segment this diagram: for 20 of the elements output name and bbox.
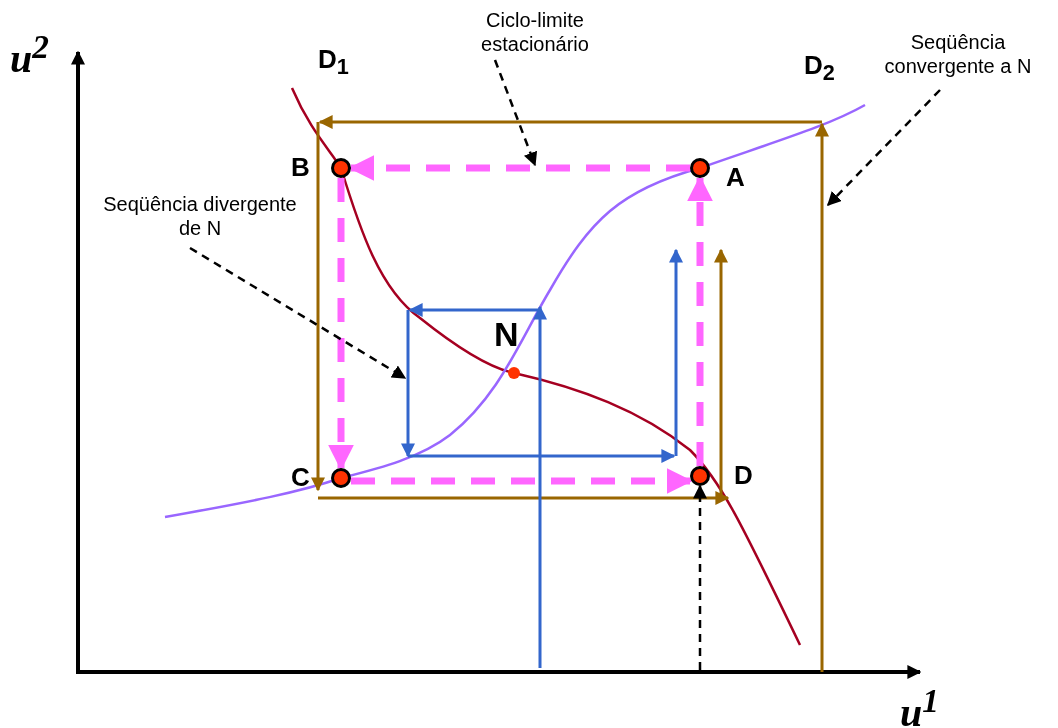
- callout-text: Seqüência convergente a N: [862, 30, 1054, 90]
- point-label: C: [291, 462, 310, 493]
- axis-label: u$^{1}$: [900, 682, 939, 728]
- point-label: B: [291, 152, 310, 183]
- dashed-arrow: [351, 468, 693, 494]
- curve-label: D$_{1}$: [318, 44, 349, 81]
- callout-text: Ciclo-limite estacionário: [470, 8, 600, 60]
- dashed-arrow: [348, 155, 690, 181]
- leader-line: [189, 246, 407, 380]
- leader-line: [493, 59, 538, 167]
- dashed-arrow: [328, 178, 354, 471]
- point-label: D: [734, 460, 753, 491]
- leader-line: [693, 484, 707, 670]
- point-label: N: [494, 315, 519, 354]
- axis-label: u$^{2}$: [10, 28, 49, 83]
- point-label: A: [726, 162, 745, 193]
- callout-text: Seqüência divergente de N: [100, 192, 300, 248]
- curve-label: D$_{2}$: [804, 50, 835, 87]
- leader-line: [827, 89, 941, 206]
- dashed-arrow: [687, 175, 713, 466]
